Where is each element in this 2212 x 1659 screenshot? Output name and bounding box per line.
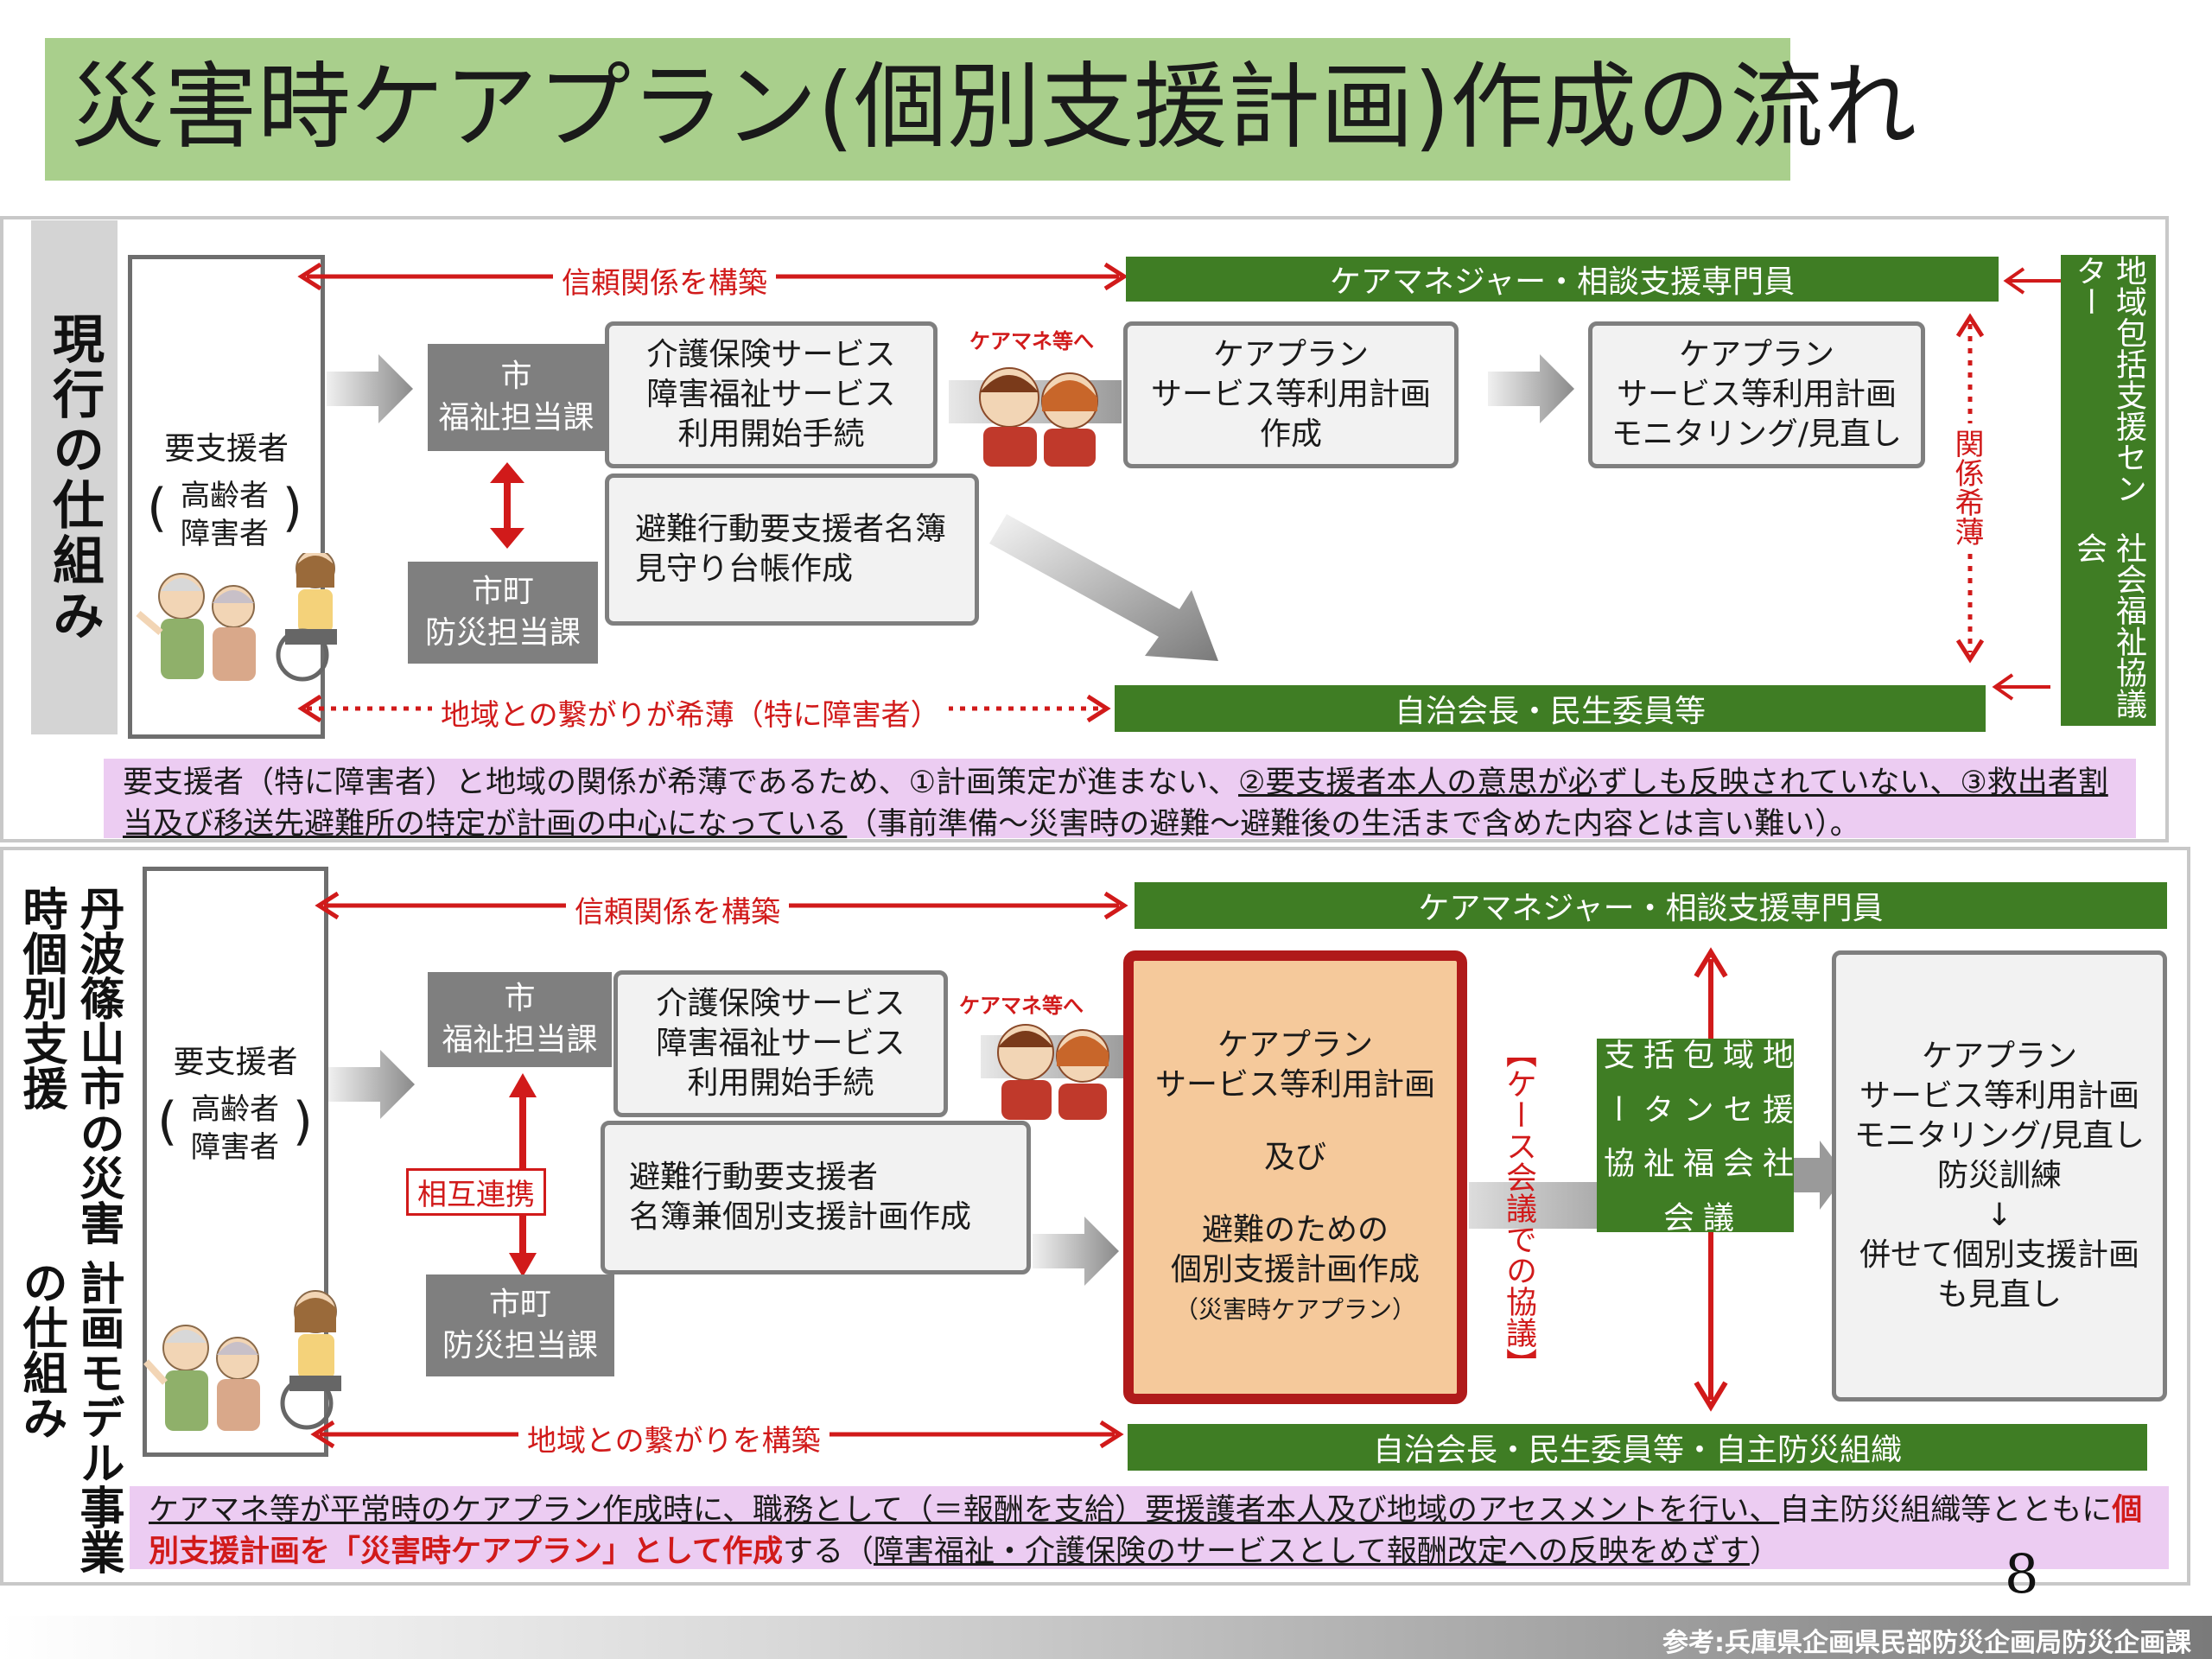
support-center-arrow-top — [2003, 264, 2063, 298]
care-manager-note: ケアマネ等へ — [969, 324, 1094, 354]
mutual-link-label: 相互連携 — [406, 1168, 546, 1216]
city-welfare-box: 市 福祉担当課 — [428, 344, 605, 451]
model-evacuation-plan-box: 避難行動要支援者 名簿兼個別支援計画作成 — [601, 1121, 1031, 1274]
category-disabled: 障害者 — [147, 515, 302, 553]
model-support-center-box: 地域包括支 援センター 社会福祉協 議会 — [1597, 1039, 1794, 1232]
service-procedure-box: 介護保険サービス 障害福祉サービス 利用開始手続 — [605, 321, 938, 468]
model-category-disabled: 障害者 — [157, 1128, 313, 1166]
person-title: 要支援者 — [128, 423, 325, 468]
model-category-elderly: 高齢者 — [157, 1090, 313, 1128]
current-side-label: 現行の仕組み — [31, 220, 118, 734]
welfare-disaster-link-arrow — [486, 462, 529, 549]
community-bar: 自治会長・民生委員等 — [1115, 685, 1986, 732]
support-center-box: 地域包括支援センター 社会福祉協議会 — [2061, 255, 2156, 726]
model-city-disaster-box: 市町 防災担当課 — [426, 1274, 614, 1376]
model-city-welfare-box: 市 福祉担当課 — [428, 972, 612, 1067]
disaster-care-plan-box: ケアプラン サービス等利用計画 及び 避難のための 個別支援計画作成 （災害時ケ… — [1123, 950, 1467, 1404]
model-community-bar: 自治会長・民生委員等・自主防災組織 — [1128, 1424, 2147, 1471]
elderly-people-illustration — [130, 553, 354, 683]
plan-to-monitor-arrow — [1488, 354, 1574, 423]
person-categories: ( 高齢者 障害者 ) — [147, 477, 302, 553]
model-proposal-note: ケアマネ等が平常時のケアプラン作成時に、職務として（＝報酬を支給）要援護者本人及… — [130, 1486, 2169, 1569]
current-problem-note: 要支援者（特に障害者）と地域の関係が希薄であるため、①計画策定が進まない、②要支… — [104, 759, 2136, 838]
care-manager-bar: ケアマネジャー・相談支援専門員 — [1126, 257, 1999, 302]
model-community-label: 地域との繋がりを構築 — [518, 1417, 830, 1459]
model-service-procedure-box: 介護保険サービス 障害福祉サービス 利用開始手続 — [613, 970, 948, 1117]
model-care-managers-illustration — [981, 1009, 1128, 1122]
community-label: 地域との繋がりが希薄（特に障害者） — [432, 691, 949, 734]
support-center-arrow-bottom — [1992, 670, 2052, 704]
footer-source: 参考:兵庫県企画県民部防災企画局防災企画課 — [1662, 1621, 2191, 1659]
case-meeting-label: 【ケース会議での協議】 — [1499, 1037, 1537, 1379]
model-care-manager-bar: ケアマネジャー・相談支援専門員 — [1135, 882, 2167, 929]
category-elderly: 高齢者 — [147, 477, 302, 515]
evac-diagonal-arrow — [989, 514, 1223, 670]
page-number: 8 — [2005, 1542, 2038, 1605]
model-side-label: 丹波篠山市の災害時個別支援 計画モデル事業の仕組み — [9, 886, 130, 1577]
weak-relation-label: 関係希薄 — [1946, 423, 1988, 551]
model-person-categories: ( 高齢者 障害者 ) — [157, 1090, 313, 1166]
model-flow-arrow — [328, 1050, 415, 1119]
model-person-title: 要支援者 — [143, 1037, 328, 1082]
monitoring-box: ケアプラン サービス等利用計画 モニタリング/見直し — [1588, 321, 1925, 468]
model-elderly-people-illustration — [143, 1287, 367, 1434]
flow-arrow — [327, 354, 413, 423]
care-plan-box: ケアプラン サービス等利用計画 作成 — [1123, 321, 1459, 468]
care-managers-illustration — [949, 354, 1122, 467]
trust-label: 信頼関係を構築 — [553, 259, 776, 302]
city-disaster-box: 市町 防災担当課 — [408, 562, 598, 664]
evacuation-list-box: 避難行動要支援者名簿 見守り台帳作成 — [605, 474, 979, 626]
case-meeting-arrow — [1469, 1166, 1607, 1244]
model-monitoring-box: ケアプラン サービス等利用計画 モニタリング/見直し 防災訓練 ↓ 併せて個別支… — [1832, 950, 2167, 1402]
model-evac-to-plan-arrow — [1033, 1217, 1119, 1286]
model-trust-label: 信頼関係を構築 — [566, 888, 789, 931]
page-title: 災害時ケアプラン(個別支援計画)作成の流れ — [71, 52, 1916, 164]
